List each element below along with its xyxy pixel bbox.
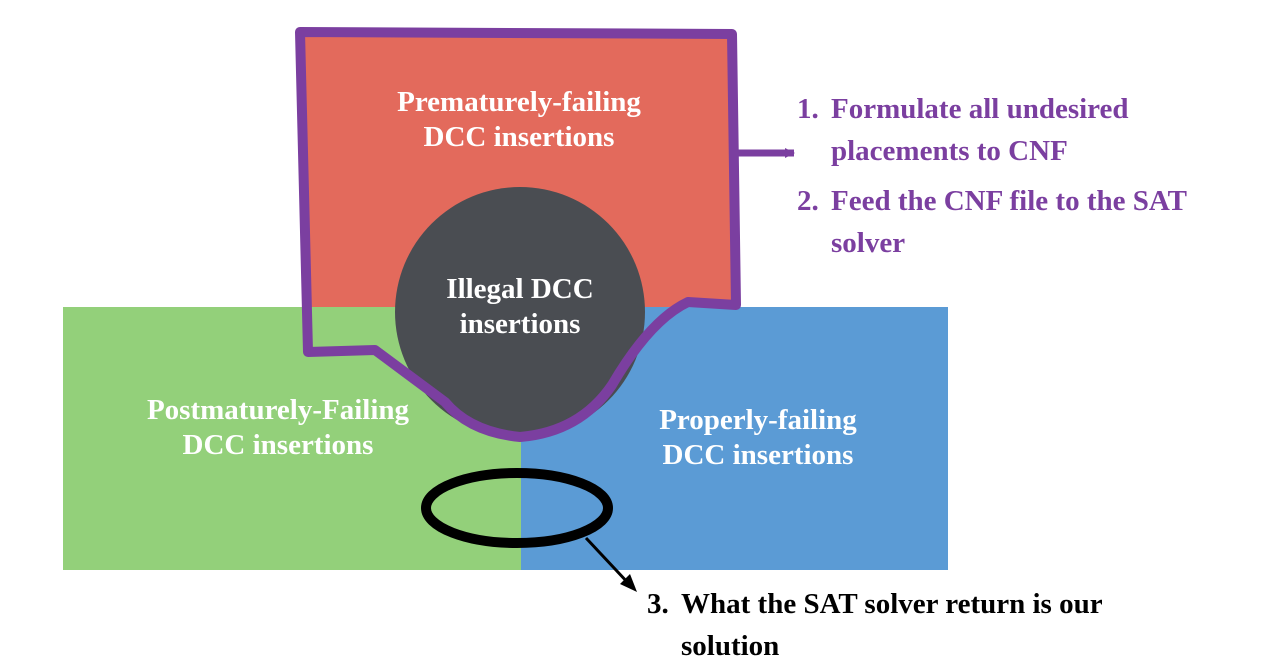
illegal-label: Illegal DCC insertions xyxy=(415,272,625,342)
solution-arrowhead xyxy=(620,574,637,592)
step-2-line1: Feed the CNF file to the SAT xyxy=(831,185,1187,217)
step-3-number: 3. xyxy=(647,588,669,620)
proper-label: Properly-failing DCC insertions xyxy=(608,403,908,473)
step-1-line2: placements to CNF xyxy=(831,134,1068,167)
step-1-number: 1. xyxy=(797,93,819,125)
solution-marker xyxy=(421,468,613,548)
premature-label-line1: Prematurely-failing xyxy=(397,86,641,118)
step-1: 1. Formulate all undesired placements to … xyxy=(797,89,1129,173)
step-3-line2: solution xyxy=(681,629,780,662)
postmature-label-line1: Postmaturely-Failing xyxy=(146,394,410,426)
premature-label: Prematurely-failing DCC insertions xyxy=(353,85,685,155)
step-3-line1: What the SAT solver return is our xyxy=(681,588,1103,620)
postmature-label: Postmaturely-Failing DCC insertions xyxy=(112,393,444,463)
step-2: 2. Feed the CNF file to the SAT solver xyxy=(797,181,1187,265)
step-2-number: 2. xyxy=(797,185,819,217)
undesired-boundary xyxy=(295,27,741,442)
postmature-label-line2: DCC insertions xyxy=(182,428,374,461)
proper-label-line2: DCC insertions xyxy=(662,438,854,471)
illegal-label-line1: Illegal DCC xyxy=(446,273,594,305)
illegal-circle xyxy=(395,187,645,437)
solution-arrow xyxy=(584,536,632,587)
illegal-label-line2: insertions xyxy=(459,307,581,340)
proper-label-line1: Properly-failing xyxy=(659,404,857,436)
step-1-line1: Formulate all undesired xyxy=(831,93,1129,125)
step-3: 3. What the SAT solver return is our solu… xyxy=(647,584,1103,668)
step-2-line2: solver xyxy=(831,226,906,259)
premature-label-line2: DCC insertions xyxy=(423,120,615,153)
